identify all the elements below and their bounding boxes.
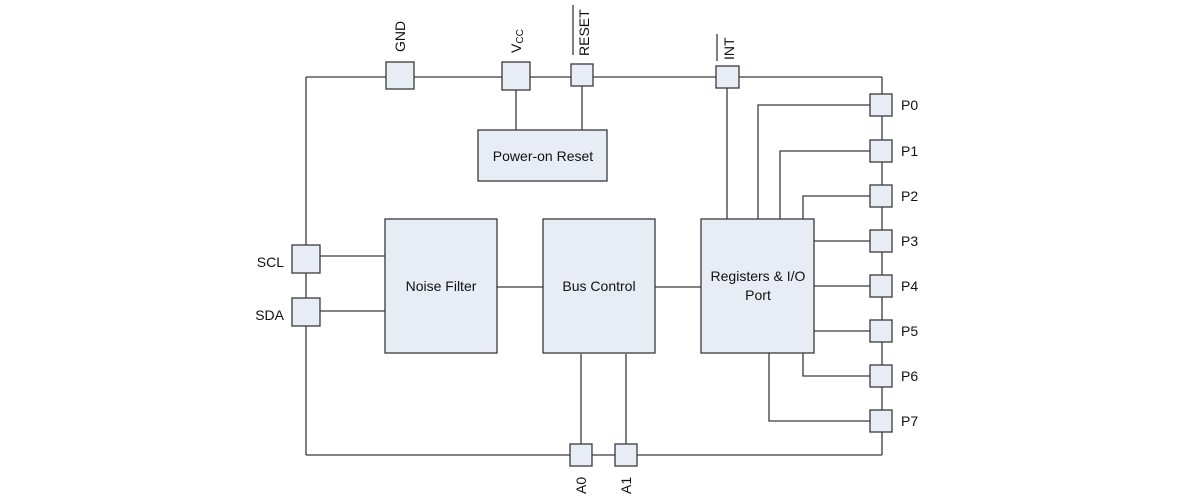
- pin-p5: P5: [869, 319, 918, 343]
- pin-p1-label: P1: [901, 143, 918, 159]
- pin-p0: P0: [869, 93, 918, 117]
- pin-vcc-label: VCC: [508, 29, 526, 53]
- pin-reset-label: RESET: [576, 9, 592, 56]
- registers-label-line1: Registers & I/O: [711, 268, 806, 284]
- pin-scl-label: SCL: [257, 254, 284, 270]
- internal-wiring: [320, 86, 870, 444]
- pin-p7-label: P7: [901, 413, 918, 429]
- registers-label-line2: Port: [745, 287, 771, 303]
- pin-a1: A1: [614, 443, 638, 494]
- pin-p1: P1: [869, 139, 918, 163]
- pin-sda-label: SDA: [255, 307, 284, 323]
- pin-sda: SDA: [255, 297, 321, 327]
- noise-filter-block: Noise Filter: [384, 218, 498, 354]
- pin-p4: P4: [869, 274, 918, 298]
- pin-gnd-label: GND: [392, 21, 408, 52]
- pin-p7: P7: [869, 409, 918, 433]
- pin-gnd: GND: [385, 21, 415, 90]
- pin-p3-label: P3: [901, 233, 918, 249]
- pin-a1-label: A1: [618, 477, 634, 494]
- pin-p0-label: P0: [901, 97, 918, 113]
- noise-filter-label: Noise Filter: [406, 278, 477, 294]
- pin-p5-label: P5: [901, 323, 918, 339]
- registers-io-port-block: Registers & I/O Port: [700, 218, 815, 354]
- bus-control-label: Bus Control: [562, 278, 635, 294]
- pin-p6-label: P6: [901, 368, 918, 384]
- pin-a0-label: A0: [573, 477, 589, 494]
- pin-p3: P3: [869, 229, 918, 253]
- pin-vcc: VCC: [501, 29, 531, 91]
- pin-int-label: INT: [721, 37, 737, 60]
- pin-a0: A0: [569, 443, 593, 494]
- pin-p2-label: P2: [901, 188, 918, 204]
- power-on-reset-block: Power-on Reset: [477, 129, 608, 182]
- power-on-reset-label: Power-on Reset: [493, 148, 593, 164]
- pin-scl: SCL: [257, 244, 321, 274]
- pin-reset: RESET: [570, 5, 594, 87]
- pin-p6: P6: [869, 364, 918, 388]
- bus-control-block: Bus Control: [542, 218, 656, 354]
- pin-p2: P2: [869, 184, 918, 208]
- pin-p4-label: P4: [901, 278, 918, 294]
- pin-int: INT: [715, 34, 740, 89]
